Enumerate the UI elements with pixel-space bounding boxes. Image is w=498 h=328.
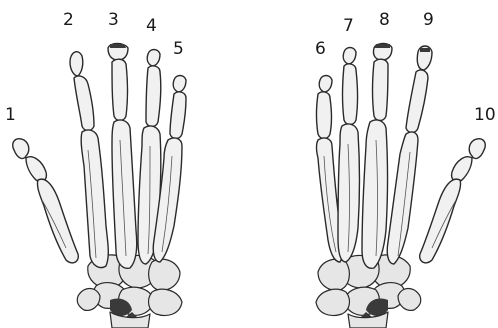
left-middle-finger — [108, 44, 137, 269]
label-9: 9 — [423, 10, 434, 30]
label-2: 2 — [63, 10, 74, 30]
label-4: 4 — [146, 16, 157, 36]
left-hand-skeleton — [13, 44, 186, 328]
right-index-finger — [387, 46, 432, 264]
label-6: 6 — [315, 39, 326, 59]
left-thumb — [13, 139, 79, 263]
label-10: 10 — [474, 105, 496, 125]
right-thumb — [420, 139, 486, 263]
right-middle-finger — [362, 44, 392, 269]
right-hand-skeleton — [316, 44, 485, 328]
label-1: 1 — [5, 105, 16, 125]
left-index-finger — [70, 52, 108, 268]
right-ring-finger — [338, 48, 360, 263]
label-7: 7 — [343, 16, 354, 36]
label-3: 3 — [108, 10, 119, 30]
label-5: 5 — [173, 39, 184, 59]
label-8: 8 — [379, 10, 390, 30]
